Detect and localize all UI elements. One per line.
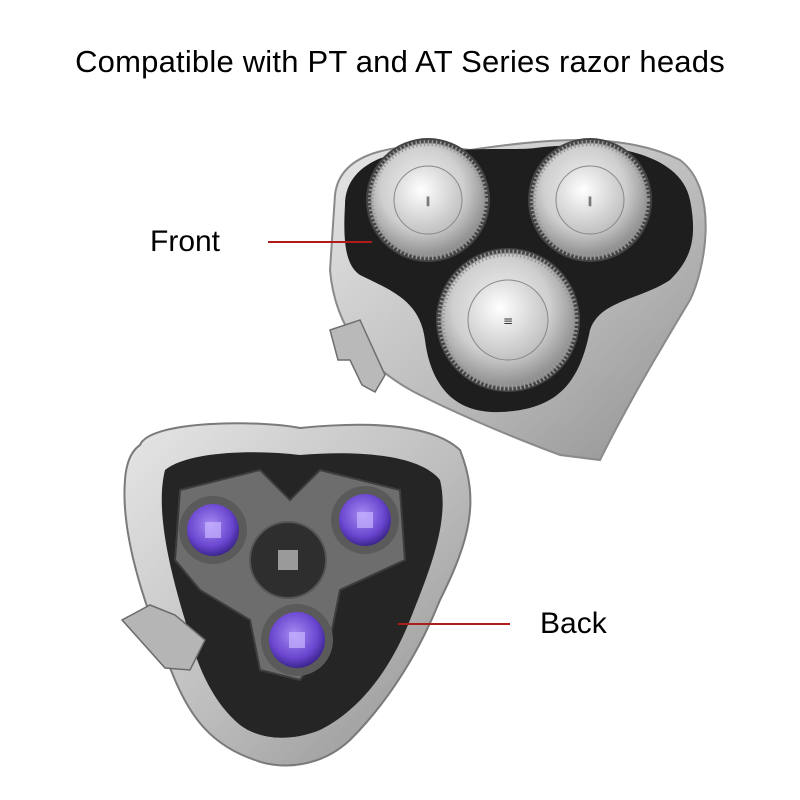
svg-text:≡: ≡ [503,314,513,328]
svg-text:‖: ‖ [588,196,593,207]
front-head-left: ‖ [366,138,490,262]
back-cutter-left [179,496,247,564]
front-head-bottom: ≡ [436,248,580,392]
svg-text:‖: ‖ [426,196,431,207]
front-shaver-head: ‖ ‖ ≡ [328,138,707,462]
back-cutter-bottom [261,604,333,676]
back-cutter-right [331,486,399,554]
back-shaver-head [120,422,472,767]
headline: Compatible with PT and AT Series razor h… [75,44,725,79]
back-label: Back [540,607,607,640]
front-head-right: ‖ [528,138,652,262]
front-label: Front [150,225,221,258]
back-clip [120,604,206,671]
front-clip [329,319,386,394]
